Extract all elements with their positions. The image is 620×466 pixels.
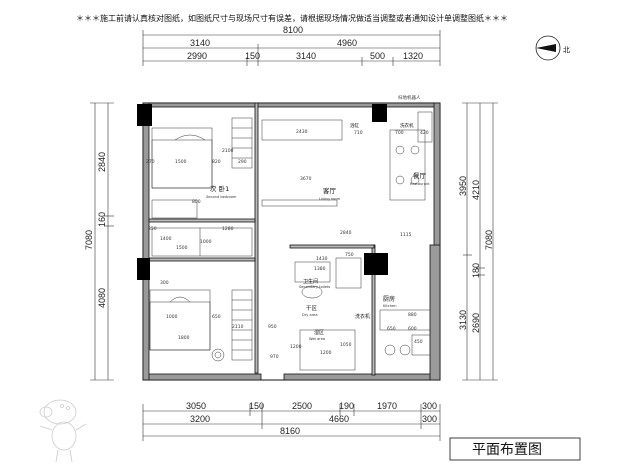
- bottom-dim-1: 3050: [186, 401, 206, 411]
- bottom-dim-8: 4660: [329, 414, 349, 424]
- inner-dim: 1050: [340, 342, 352, 348]
- top-dim-7: 1320: [403, 51, 423, 61]
- top-dim-3: 2990: [187, 51, 207, 61]
- room-wet: 湿区: [314, 329, 324, 336]
- structural-columns: [137, 104, 388, 280]
- inner-dim: 300: [160, 280, 169, 286]
- title-box: [449, 437, 581, 461]
- north-arrow-icon: [535, 35, 561, 61]
- inner-dimensions: 1500 820 270 290 2100 3670 2430 710 420 …: [146, 129, 429, 360]
- top-dim-6: 500: [370, 51, 385, 61]
- inner-dim: 1000: [200, 239, 212, 245]
- inner-dim: 2100: [222, 148, 234, 154]
- inner-dim: 1430: [316, 256, 328, 262]
- inner-dim: 1000: [166, 314, 178, 320]
- north-label: 北: [563, 46, 570, 54]
- inner-dim: 1380: [314, 266, 326, 272]
- header-note: ＊＊＊施工前请认真核对图纸，如图纸尺寸与现场尺寸有误差，请根据现场情况做适当调整…: [76, 13, 508, 23]
- left-dim-2: 160: [97, 212, 107, 227]
- inner-dim: 970: [270, 354, 279, 360]
- room-dry: 干区: [306, 305, 318, 312]
- right-dim-1: 3950: [458, 176, 468, 196]
- bottom-dim-5: 1970: [377, 401, 397, 411]
- inner-dim: 800: [192, 199, 201, 205]
- top-dim-total: 8100: [283, 25, 303, 35]
- right-dim-total: 7080: [484, 230, 494, 250]
- inner-dim: 270: [146, 159, 155, 165]
- room-wet-en: Wet area: [309, 337, 325, 341]
- inner-dim: 3670: [300, 176, 312, 182]
- right-dimensions: [462, 102, 498, 381]
- plan-title: 平面布置图: [472, 442, 542, 458]
- bottom-dim-2: 150: [249, 401, 264, 411]
- top-dim-4: 150: [245, 51, 260, 61]
- left-dim-total: 7080: [84, 230, 94, 250]
- right-dim-5: 2690: [471, 313, 481, 333]
- inner-dim: 1200: [320, 350, 332, 356]
- room-bathroom-en: Secondary toilets: [299, 285, 330, 289]
- inner-dim: 600: [408, 326, 417, 332]
- left-dim-1: 2840: [97, 152, 107, 172]
- top-dim-2: 4960: [337, 38, 357, 48]
- bottom-dim-6: 300: [422, 401, 437, 411]
- right-dim-4: 180: [471, 263, 481, 278]
- inner-dim: 2110: [232, 324, 244, 330]
- inner-dim: 290: [238, 159, 247, 165]
- inner-dim: 750: [345, 252, 354, 258]
- inner-dim: 650: [387, 326, 396, 332]
- inner-dim: 1500: [175, 159, 187, 165]
- bottom-dim-3: 2500: [292, 401, 312, 411]
- inner-dim: 420: [420, 130, 429, 136]
- inner-dim: 820: [212, 159, 221, 165]
- inner-dim: 950: [268, 324, 277, 330]
- inner-dim: 1400: [160, 236, 172, 242]
- plant-icon: [211, 348, 225, 362]
- bottom-dim-9: 300: [422, 414, 437, 424]
- room-dry-en: Dry area: [302, 313, 318, 317]
- inner-dim: 2840: [340, 230, 352, 236]
- inner-dim: 1115: [400, 232, 412, 238]
- inner-dim: 700: [395, 130, 404, 136]
- right-dim-2: 3130: [458, 310, 468, 330]
- inner-dim: 1200: [290, 344, 302, 350]
- furniture: [149, 111, 433, 371]
- top-dimensions: [142, 30, 441, 66]
- room-restaurant-en: Restaurant: [410, 182, 430, 186]
- room-bedroom2: 次 卧1: [210, 184, 229, 193]
- left-dim-3: 4080: [97, 288, 107, 308]
- inner-dim: 880: [408, 312, 417, 318]
- inner-dim: 2430: [296, 129, 308, 135]
- top-dim-5: 3140: [296, 51, 316, 61]
- cartoon-pig-icon: [39, 399, 87, 463]
- bottom-dim-total: 8160: [280, 426, 300, 436]
- room-washer-2: 洗衣机: [400, 122, 414, 129]
- room-kitchen: 厨房: [383, 295, 395, 303]
- entrance-label: 扫地机器人: [398, 94, 421, 101]
- room-bathroom: 卫生间: [303, 278, 318, 285]
- inner-dim: 1500: [176, 245, 188, 251]
- room-kitchen-en: Kitchen: [383, 304, 397, 308]
- room-living: 客厅: [323, 186, 337, 195]
- left-dimensions: [90, 102, 114, 381]
- inner-dim: 1800: [178, 335, 190, 341]
- inner-dim: 350: [148, 226, 157, 232]
- room-bedroom2-en: Second bedroom: [206, 195, 237, 199]
- bottom-dim-7: 3200: [190, 414, 210, 424]
- room-living-en: Living room: [319, 197, 341, 201]
- walls: [142, 102, 441, 381]
- bottom-dimensions: [142, 404, 441, 441]
- bottom-dim-4: 190: [339, 401, 354, 411]
- room-bath: 浴缸: [350, 122, 359, 129]
- top-dim-1: 3140: [190, 38, 210, 48]
- inner-dim: 710: [354, 130, 363, 136]
- right-dim-3: 4210: [471, 180, 481, 200]
- inner-dim: 650: [212, 314, 221, 320]
- inner-dim: 450: [414, 339, 423, 345]
- inner-dim: 1280: [222, 226, 234, 232]
- room-restaurant: 餐厅: [413, 171, 427, 180]
- room-washer: 洗衣机: [355, 313, 370, 320]
